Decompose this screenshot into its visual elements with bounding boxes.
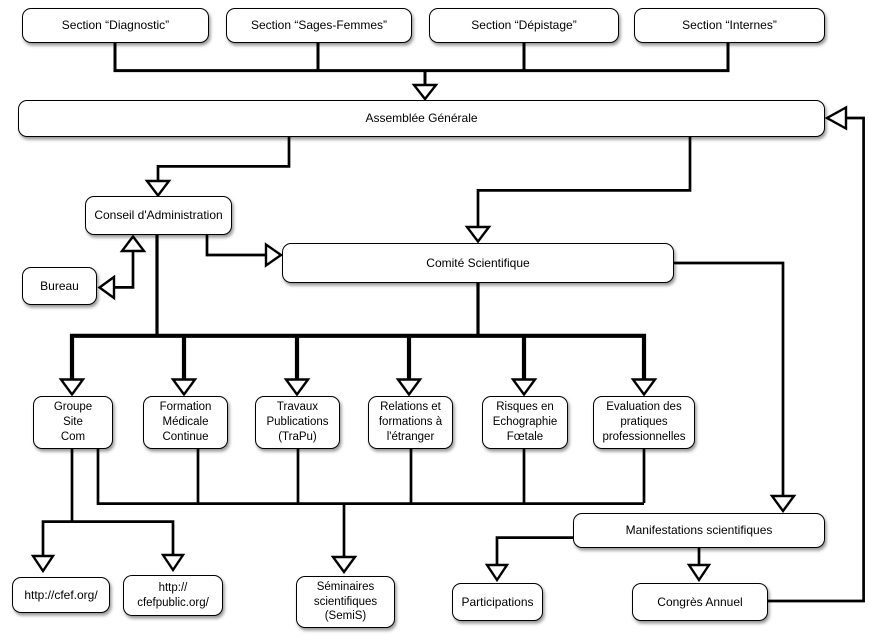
node-evaluation-pratiques: Evaluation des pratiques professionnelle… bbox=[593, 396, 695, 449]
edge-assemblee-to-comite bbox=[464, 137, 692, 244]
edge-assemblee-to-conseil bbox=[144, 137, 291, 198]
node-bureau: Bureau bbox=[22, 267, 97, 305]
edge-sections-to-assemblee bbox=[113, 43, 730, 101]
node-manifestations-scientifiques: Manifestations scientifiques bbox=[573, 513, 825, 548]
edge-manifestations-to-participations bbox=[484, 536, 573, 583]
node-participations: Participations bbox=[452, 583, 543, 621]
edge-conseil-to-comite bbox=[205, 235, 284, 268]
node-comite-scientifique: Comité Scientifique bbox=[282, 243, 674, 283]
node-section-sages-femmes: Section “Sages-Femmes” bbox=[226, 8, 412, 43]
edge-comite-to-manifestations bbox=[673, 261, 797, 514]
node-congres-annuel: Congrès Annuel bbox=[632, 583, 768, 621]
node-conseil-administration: Conseil d'Administration bbox=[85, 196, 232, 235]
node-section-diagnostic: Section “Diagnostic” bbox=[22, 8, 209, 43]
node-formation-medicale-continue: Formation Médicale Continue bbox=[143, 396, 228, 449]
node-seminaires-scientifiques: Séminaires scientifiques (SemiS) bbox=[296, 576, 395, 628]
node-groupe-site-com: Groupe Site Com bbox=[33, 396, 113, 449]
edge-trunk-to-groups bbox=[58, 235, 658, 397]
node-relations-formations-etranger: Relations et formations à l'étranger bbox=[368, 396, 453, 449]
edge-groupe-to-sites bbox=[30, 449, 186, 574]
edge-manifestations-to-congres bbox=[686, 548, 712, 583]
node-assemblee-generale: Assemblée Générale bbox=[18, 100, 825, 137]
node-travaux-publications: Travaux Publications (TraPu) bbox=[255, 396, 340, 449]
edge-groups-to-seminaires bbox=[96, 449, 646, 575]
node-section-internes: Section “Internes” bbox=[634, 8, 825, 43]
edge-conseil-bureau bbox=[97, 234, 147, 301]
node-link-cfefpublic-org[interactable]: http:// cfefpublic.org/ bbox=[123, 575, 223, 616]
node-section-depistage: Section “Dépistage” bbox=[429, 8, 619, 43]
node-risques-echographie-foetale: Risques en Echographie Fœtale bbox=[482, 396, 568, 449]
edge-congres-to-assemblee bbox=[768, 105, 865, 603]
node-link-cfef-org[interactable]: http://cfef.org/ bbox=[12, 577, 110, 613]
